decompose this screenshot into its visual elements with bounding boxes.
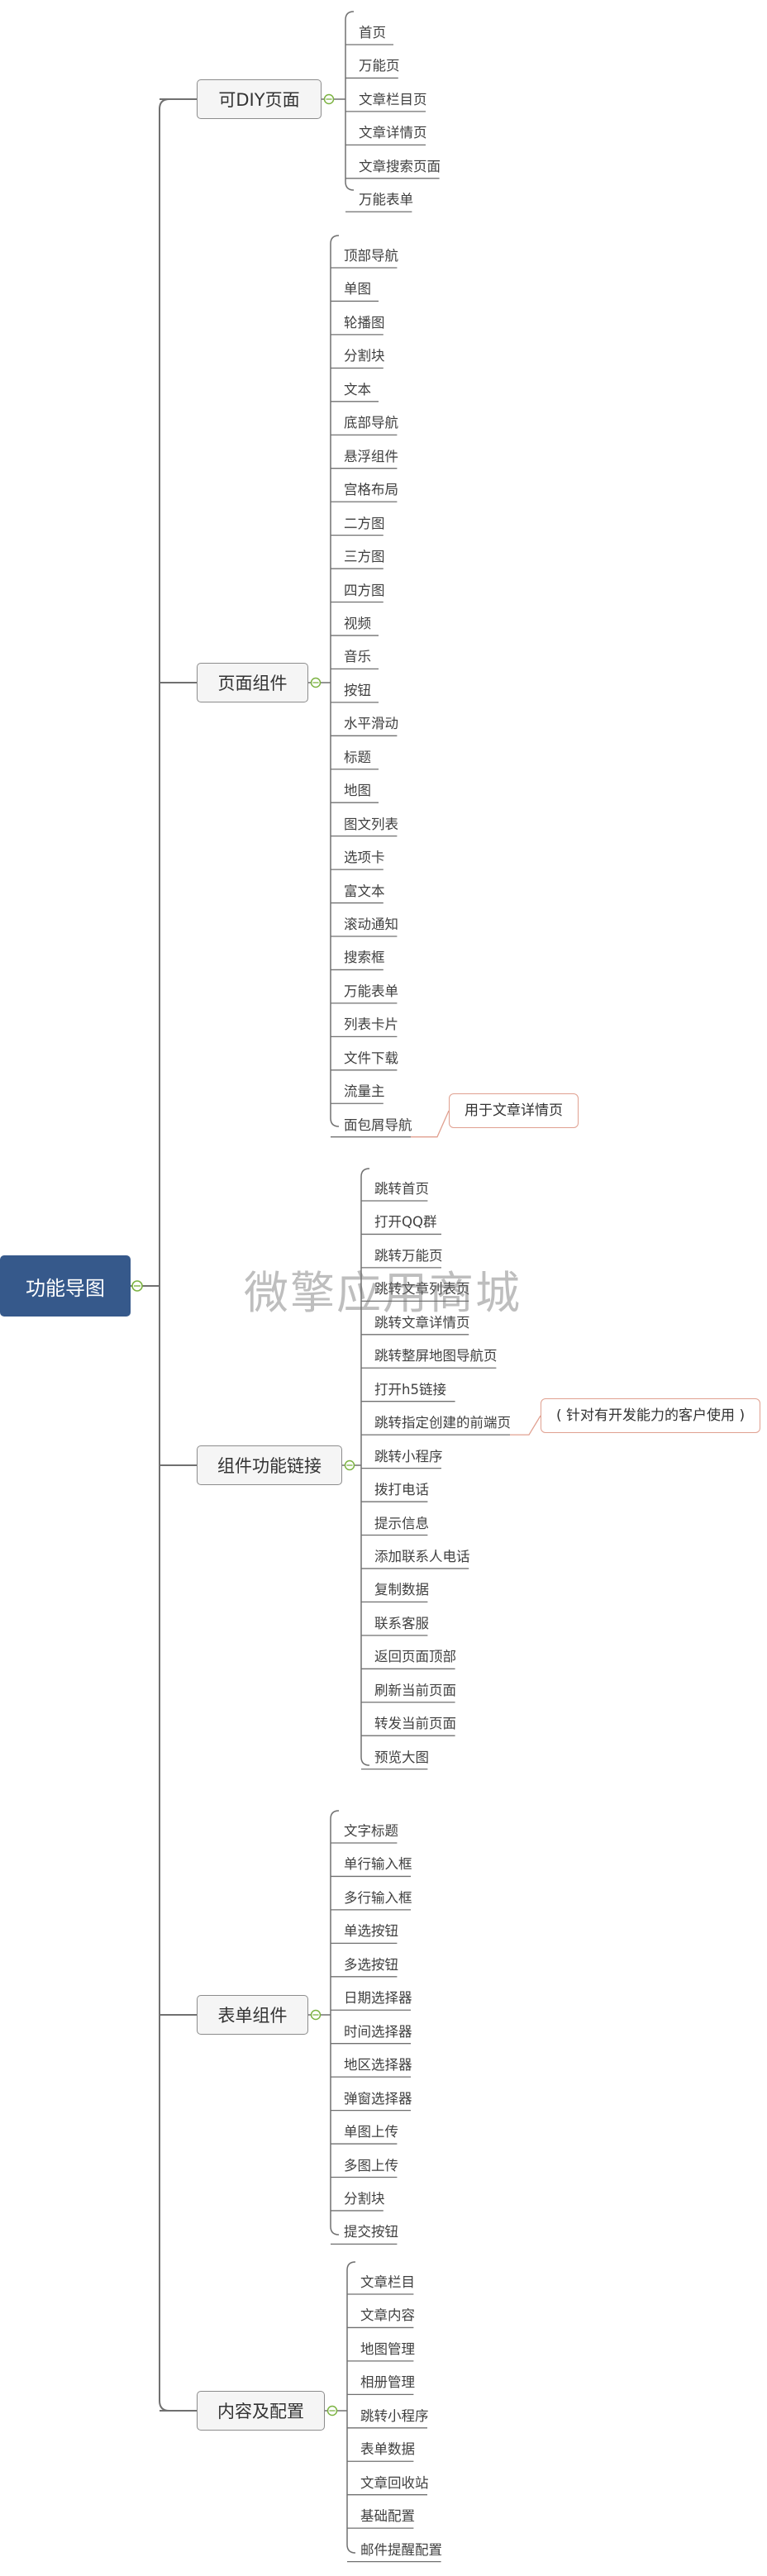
- leaf-item[interactable]: 标题: [344, 749, 371, 765]
- branch-node[interactable]: 组件功能链接: [197, 1445, 342, 1485]
- leaf-item[interactable]: 提示信息: [374, 1515, 429, 1531]
- leaf-spine: [346, 2261, 356, 2554]
- leaf-item[interactable]: 万能表单: [359, 192, 413, 208]
- leaf-item[interactable]: 单图上传: [344, 2124, 398, 2140]
- leaf-item[interactable]: 转发当前页面: [374, 1716, 456, 1732]
- callout-note: ( 针对有开发能力的客户使用 ): [541, 1398, 761, 1433]
- leaf-item[interactable]: 列表卡片: [344, 1017, 398, 1033]
- trunk-corner-top: [159, 98, 170, 110]
- leaf-item[interactable]: 多图上传: [344, 2157, 398, 2174]
- leaf-item[interactable]: 底部导航: [344, 415, 398, 431]
- leaf-item[interactable]: 弹窗选择器: [344, 2090, 412, 2107]
- leaf-spine: [345, 11, 355, 191]
- leaf-item[interactable]: 单图: [344, 281, 371, 298]
- leaf-item[interactable]: 刷新当前页面: [374, 1682, 456, 1698]
- leaf-item[interactable]: 文字标题: [344, 1823, 398, 1839]
- leaf-item[interactable]: 预览大图: [374, 1749, 429, 1765]
- leaf-item[interactable]: 流量主: [344, 1083, 385, 1100]
- branch-node[interactable]: 页面组件: [197, 663, 308, 702]
- leaf-item[interactable]: 四方图: [344, 582, 385, 598]
- leaf-item[interactable]: 文章搜索页面: [359, 158, 441, 174]
- leaf-item[interactable]: 提交按钮: [344, 2224, 398, 2240]
- branch-label: 表单组件: [217, 2006, 288, 2026]
- leaf-item[interactable]: 文章内容: [360, 2307, 415, 2324]
- leaf-item[interactable]: 滚动通知: [344, 917, 398, 932]
- leaf-item[interactable]: 表单数据: [360, 2441, 415, 2458]
- leaf-item[interactable]: 返回页面顶部: [374, 1649, 456, 1665]
- leaf-item[interactable]: 打开QQ群: [374, 1214, 437, 1231]
- leaf-item[interactable]: 日期选择器: [344, 1990, 412, 2007]
- leaf-item[interactable]: 地图: [344, 783, 371, 799]
- leaf-item[interactable]: 首页: [359, 25, 386, 40]
- leaf-item[interactable]: 添加联系人电话: [374, 1548, 470, 1564]
- leaf-item[interactable]: 跳转文章列表页: [374, 1281, 470, 1298]
- root-label: 功能导图: [26, 1276, 105, 1300]
- callout-connector: [510, 1415, 541, 1436]
- leaf-item[interactable]: 多行输入框: [344, 1889, 412, 1906]
- leaf-item[interactable]: 跳转万能页: [374, 1247, 443, 1264]
- branch-label: 可DIY页面: [218, 90, 300, 110]
- callout-connector: [411, 1110, 450, 1138]
- callout-note: 用于文章详情页: [449, 1093, 579, 1128]
- leaf-item[interactable]: 富文本: [344, 883, 385, 899]
- leaf-item[interactable]: 复制数据: [374, 1582, 429, 1598]
- leaf-item[interactable]: 基础配置: [360, 2508, 415, 2525]
- branch-node[interactable]: 表单组件: [197, 1995, 308, 2035]
- leaf-item[interactable]: 图文列表: [344, 816, 398, 832]
- leaf-item[interactable]: 打开h5链接: [374, 1381, 446, 1398]
- leaf-item[interactable]: 跳转小程序: [374, 1448, 443, 1464]
- branch-label: 页面组件: [217, 674, 288, 693]
- leaf-item[interactable]: 跳转首页: [374, 1181, 429, 1197]
- leaf-item[interactable]: 多选按钮: [344, 1956, 398, 1973]
- leaf-item[interactable]: 地区选择器: [344, 2057, 412, 2074]
- branch-label: 内容及配置: [217, 2402, 304, 2421]
- leaf-item[interactable]: 拨打电话: [374, 1482, 429, 1498]
- leaf-item[interactable]: 宫格布局: [344, 482, 398, 498]
- leaf-item[interactable]: 文本: [344, 381, 371, 398]
- leaf-item[interactable]: 按钮: [344, 682, 371, 698]
- leaf-item[interactable]: 顶部导航: [344, 248, 398, 264]
- leaf-item[interactable]: 文章栏目: [360, 2274, 415, 2290]
- leaf-item[interactable]: 单行输入框: [344, 1856, 412, 1873]
- branch-node[interactable]: 内容及配置: [197, 2391, 325, 2431]
- leaf-item[interactable]: 跳转小程序: [360, 2407, 429, 2424]
- leaf-item[interactable]: 文件下载: [344, 1050, 398, 1066]
- leaf-item[interactable]: 视频: [344, 615, 371, 631]
- leaf-item[interactable]: 邮件提醒配置: [360, 2541, 442, 2558]
- leaf-item[interactable]: 音乐: [344, 649, 371, 665]
- leaf-spine: [330, 1810, 340, 2236]
- leaf-item[interactable]: 时间选择器: [344, 2023, 412, 2040]
- leaf-item[interactable]: 分割块: [344, 2190, 385, 2207]
- leaf-item[interactable]: 文章详情页: [359, 125, 427, 141]
- leaf-item[interactable]: 文章回收站: [360, 2474, 429, 2491]
- root-node[interactable]: 功能导图: [0, 1255, 131, 1317]
- leaf-item[interactable]: 相册管理: [360, 2374, 415, 2391]
- leaf-spine: [330, 235, 340, 1127]
- leaf-item[interactable]: 文章栏目页: [359, 91, 427, 107]
- watermark: 微擎应用商城: [244, 1267, 522, 1319]
- leaf-item[interactable]: 联系客服: [374, 1615, 429, 1631]
- leaf-item[interactable]: 二方图: [344, 515, 385, 531]
- leaf-item[interactable]: 选项卡: [344, 850, 385, 866]
- leaf-item[interactable]: 单选按钮: [344, 1923, 398, 1940]
- trunk-corner-bottom: [159, 2400, 170, 2412]
- leaf-item[interactable]: 万能页: [359, 58, 400, 74]
- leaf-item[interactable]: 跳转整屏地图导航页: [374, 1348, 498, 1364]
- leaf-item[interactable]: 跳转指定创建的前端页: [374, 1415, 511, 1431]
- leaf-item[interactable]: 面包屑导航: [344, 1117, 412, 1133]
- leaf-item[interactable]: 跳转文章详情页: [374, 1314, 470, 1331]
- leaf-item[interactable]: 三方图: [344, 549, 385, 565]
- leaf-item[interactable]: 分割块: [344, 348, 385, 364]
- branch-label: 组件功能链接: [217, 1456, 322, 1476]
- leaf-spine: [360, 1168, 370, 1766]
- branch-node[interactable]: 可DIY页面: [197, 79, 322, 119]
- leaf-item[interactable]: 水平滑动: [344, 716, 398, 732]
- leaf-item[interactable]: 地图管理: [360, 2340, 415, 2357]
- leaf-item[interactable]: 万能表单: [344, 983, 398, 999]
- leaf-item[interactable]: 轮播图: [344, 314, 385, 331]
- leaf-item[interactable]: 搜索框: [344, 950, 385, 966]
- leaf-item[interactable]: 悬浮组件: [344, 448, 398, 464]
